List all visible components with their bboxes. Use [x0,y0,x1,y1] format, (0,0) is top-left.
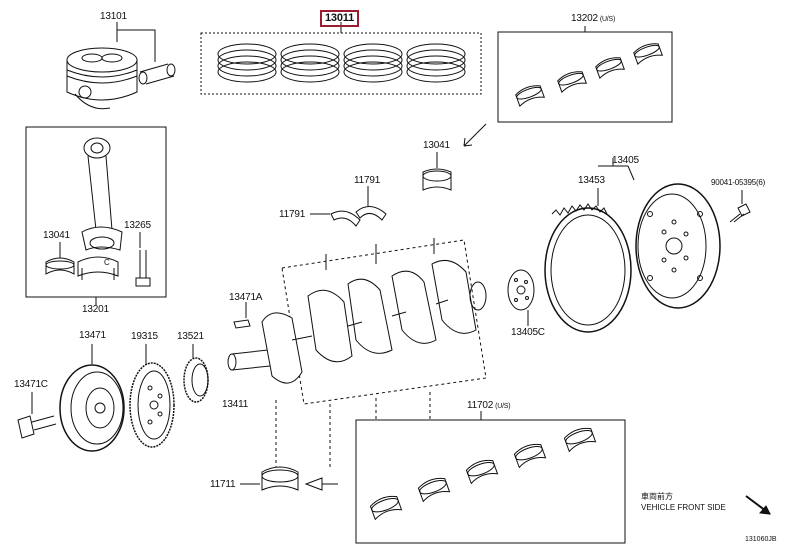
label-90041[interactable]: 90041-05395(6) [711,178,766,187]
ring-gear-13453[interactable] [544,203,632,333]
piston-13101[interactable] [66,47,138,110]
label-11791-b[interactable]: 11791 [279,209,306,220]
flywheel-13405[interactable] [635,183,721,309]
ring-3 [343,43,403,83]
label-11702[interactable]: 11702(U/S) [467,400,511,411]
label-11791-a[interactable]: 11791 [354,175,381,186]
label-19315[interactable]: 19315 [131,331,158,342]
label-13041-top[interactable]: 13041 [423,140,450,151]
main-bearing-box [355,419,626,544]
rod-bearings-13202[interactable] [515,41,664,107]
main-bearings-11702[interactable] [369,425,597,521]
vehicle-front-note: 車両前方 VEHICLE FRONT SIDE [641,491,726,513]
label-c-marker: C [104,258,110,267]
arrow-down-left [463,123,487,147]
main-bearing-11711[interactable] [261,466,299,491]
ring-4 [406,43,466,83]
thrust-washer-11791-a[interactable] [330,210,361,227]
label-13471A[interactable]: 13471A [229,292,263,303]
label-13405C[interactable]: 13405C [511,327,545,338]
label-13265[interactable]: 13265 [124,220,151,231]
conrod-cap[interactable] [77,256,119,280]
crank-pulley-13471[interactable] [59,364,125,452]
crank-gear-13521[interactable] [183,357,209,403]
timing-sprocket-19315[interactable] [129,362,175,448]
leader-13101 [116,22,156,62]
rod-bearing-box [497,31,673,123]
label-13453[interactable]: 13453 [578,175,605,186]
main-bearing-13041-top[interactable] [422,168,452,191]
label-13411[interactable]: 13411 [222,399,249,410]
piston-ring-box [200,22,482,95]
conrod-bearing-13041[interactable] [45,257,75,275]
label-11711[interactable]: 11711 [210,479,236,490]
label-13405[interactable]: 13405 [612,155,639,166]
conrod-bolt-13265[interactable] [135,250,151,287]
flywheel-bolt-90041[interactable] [729,203,751,223]
flywheel-plate-13405C[interactable] [507,269,535,311]
key-13471A[interactable] [233,319,251,329]
piston-pin[interactable] [138,63,176,85]
arrow-left [304,477,338,491]
thrust-washer-11791-b[interactable] [355,206,387,221]
conrod-box [25,126,167,298]
connecting-rod[interactable] [81,137,123,251]
document-number: 131060JB [745,536,777,543]
label-13011-highlighted[interactable]: 13011 [320,10,359,27]
pulley-bolt-13471C[interactable] [17,415,57,439]
crankshaft-13411[interactable] [227,239,487,405]
label-13471C[interactable]: 13471C [14,379,48,390]
vehicle-front-note-jp: 車両前方 [641,492,673,501]
label-13041-rod[interactable]: 13041 [43,230,70,241]
label-13202[interactable]: 13202(U/S) [571,13,616,24]
label-13471[interactable]: 13471 [79,330,106,341]
label-13201[interactable]: 13201 [82,304,109,315]
piston-ring-set-13011[interactable] [217,43,466,83]
ring-2 [280,43,340,83]
ring-1 [217,43,277,83]
vehicle-front-note-en: VEHICLE FRONT SIDE [641,503,726,512]
label-13101[interactable]: 13101 [100,11,127,22]
label-13521[interactable]: 13521 [177,331,204,342]
